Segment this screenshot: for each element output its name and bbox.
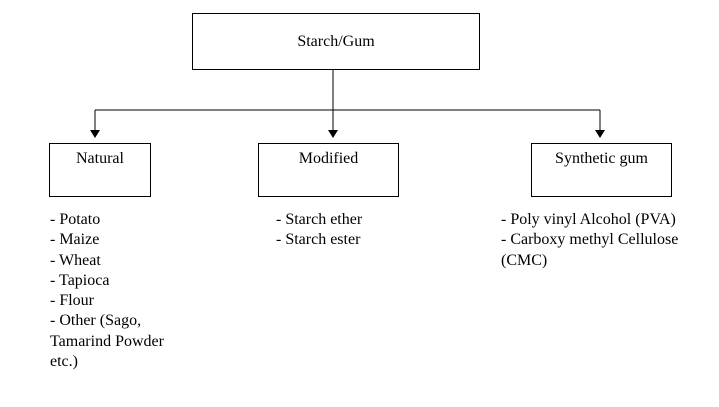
list-item: - Flour <box>50 292 94 310</box>
modified-node-label: Modified <box>298 150 359 167</box>
list-item: - Other (Sago, Tamarind Powder etc.) <box>50 312 164 371</box>
natural-node-label: Natural <box>76 150 124 167</box>
list-item: - Wheat <box>50 251 101 269</box>
modified-arrowhead <box>328 130 338 138</box>
natural-items-list: - Potato - Maize - Wheat - Tapioca - Flo… <box>50 210 168 372</box>
list-item: - Tapioca <box>50 271 110 289</box>
list-item: - Poly vinyl Alcohol (PVA) <box>501 211 676 228</box>
list-item: - Maize <box>50 231 100 249</box>
root-node-label: Starch/Gum <box>297 32 375 50</box>
synthetic-node-box: Synthetic gum <box>531 143 672 197</box>
modified-node-box: Modified <box>258 143 399 197</box>
synthetic-arrowhead <box>595 130 605 138</box>
synthetic-node-label: Synthetic gum <box>555 150 648 167</box>
list-item: - Starch ether <box>276 211 363 228</box>
natural-node-box: Natural <box>49 143 151 197</box>
list-item: - Carboxy methyl Cellulose (CMC) <box>501 231 679 269</box>
list-item: - Starch ester <box>276 231 361 249</box>
synthetic-items-list: - Poly vinyl Alcohol (PVA) - Carboxy met… <box>501 210 716 271</box>
root-node-box: Starch/Gum <box>192 13 480 70</box>
modified-items-list: - Starch ether - Starch ester <box>276 210 436 251</box>
list-item: - Potato <box>50 211 101 228</box>
natural-arrowhead <box>90 130 100 138</box>
